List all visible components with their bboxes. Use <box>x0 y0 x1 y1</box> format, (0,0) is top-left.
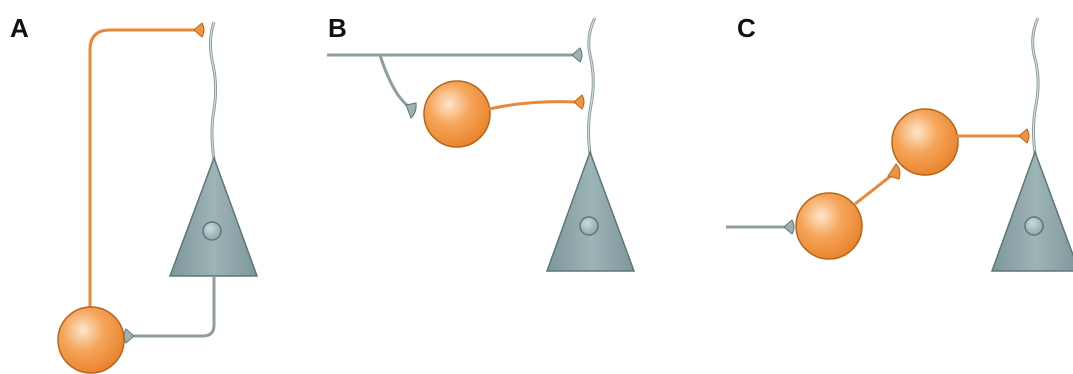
interneuron-axon-b <box>489 102 576 109</box>
input-terminal-b <box>572 48 582 62</box>
panel-c: C <box>726 13 1073 271</box>
pyramidal-cell-c <box>992 152 1073 271</box>
panel-a: A <box>10 13 257 373</box>
pyramidal-nucleus-a <box>203 222 221 240</box>
interneuron-soma-b <box>424 81 490 147</box>
interneuron-soma-a <box>58 307 124 373</box>
axon-terminal-a <box>194 23 204 37</box>
interneuron-soma-c1 <box>796 193 862 259</box>
interneuron-axon-c1 <box>855 175 892 204</box>
axon-terminal-c1 <box>888 164 900 179</box>
input-terminal-c <box>784 220 794 234</box>
pyramidal-cell-a <box>170 158 257 276</box>
panel-b: B <box>327 13 634 271</box>
pyramidal-axon-a <box>132 276 214 336</box>
pyramidal-terminal-a <box>124 329 134 343</box>
panel-label-a: A <box>10 13 29 43</box>
collateral-terminal-b <box>406 103 416 118</box>
apical-dendrite-a <box>210 22 215 160</box>
collateral-axon-b <box>380 55 410 108</box>
apical-dendrite-b <box>589 18 596 160</box>
pyramidal-nucleus-c <box>1025 217 1043 235</box>
panel-label-b: B <box>328 13 347 43</box>
axon-terminal-c2 <box>1019 129 1029 143</box>
pyramidal-nucleus-b <box>580 217 598 235</box>
pyramidal-cell-b <box>547 152 634 271</box>
panel-label-c: C <box>737 13 756 43</box>
interneuron-soma-c2 <box>892 109 958 175</box>
axon-terminal-b <box>574 95 584 109</box>
